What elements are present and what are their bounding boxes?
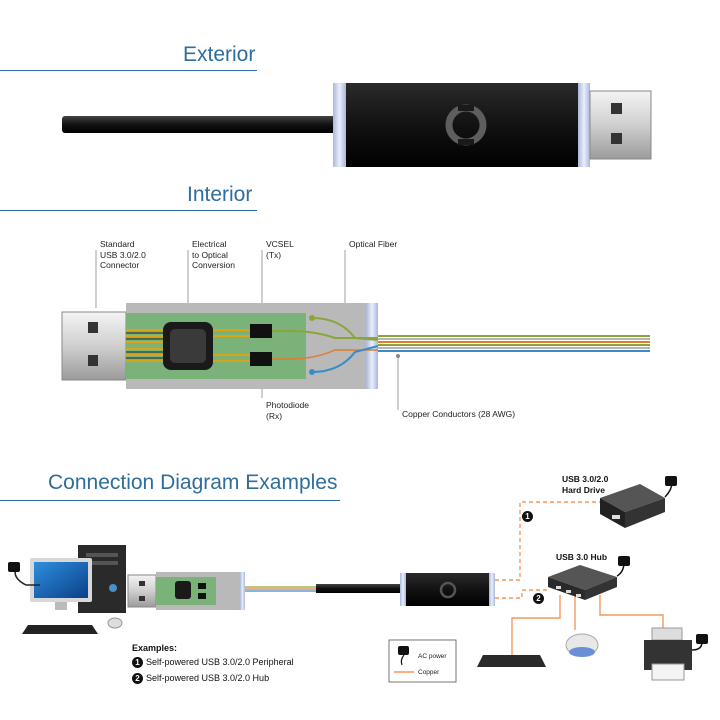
marker-two: 2 [533, 593, 544, 604]
label-electrical-optical: Electrical to Optical Conversion [192, 239, 235, 270]
example-number-1: 1 [132, 657, 143, 668]
rule-interior [0, 210, 257, 211]
mouse-icon [565, 633, 599, 657]
exterior-connector-body [333, 83, 588, 167]
examples-title: Examples: [132, 643, 178, 653]
legend-copper: Copper [418, 669, 440, 676]
rule-connection [0, 500, 340, 501]
example-text-1: Self-powered USB 3.0/2.0 Peripheral [146, 657, 294, 667]
pc-keyboard [22, 625, 98, 634]
label-vcsel: VCSEL (Tx) [266, 239, 294, 260]
usb-hub-icon [548, 556, 630, 600]
legend-box [388, 639, 457, 683]
printer-icon [644, 627, 708, 681]
usb-plug-hole-top [611, 103, 622, 114]
interior-assembly [61, 250, 650, 410]
exterior-cable [62, 116, 342, 133]
ac-power-icon [398, 646, 409, 655]
label-hard-drive: USB 3.0/2.0 Hard Drive [562, 474, 609, 495]
photodiode-chip [250, 352, 272, 366]
interior-pcb [126, 313, 306, 379]
heading-interior: Interior [187, 183, 253, 206]
heading-connection: Connection Diagram Examples [48, 471, 338, 494]
computer-illustration [8, 545, 126, 634]
connection-cable-assembly [127, 572, 495, 610]
pc-mouse [107, 617, 123, 629]
label-standard-connector: Standard USB 3.0/2.0 Connector [100, 239, 146, 270]
usb-plug-hole-bottom [611, 133, 622, 144]
vcsel-chip [250, 324, 272, 338]
label-optical-fiber: Optical Fiber [349, 239, 398, 249]
exterior-ring-left [333, 83, 346, 167]
example-number-2: 2 [132, 673, 143, 684]
keyboard-icon [477, 655, 546, 667]
interior-cable-bundle [378, 335, 650, 352]
label-copper-conductors: Copper Conductors (28 AWG) [402, 409, 516, 419]
example-text-2: Self-powered USB 3.0/2.0 Hub [146, 673, 270, 683]
rule-exterior [0, 70, 257, 71]
hard-drive-icon [600, 476, 677, 528]
exterior-ring-right [578, 83, 590, 167]
exterior-cable-assembly [62, 83, 652, 167]
label-hub: USB 3.0 Hub [556, 552, 608, 562]
heading-exterior: Exterior [183, 43, 256, 66]
label-photodiode: Photodiode (Rx) [266, 400, 310, 421]
interior-ring [366, 303, 378, 389]
marker-one: 1 [522, 511, 533, 522]
legend-ac-power: AC power [418, 653, 447, 660]
exterior-usb-plug [589, 90, 652, 160]
